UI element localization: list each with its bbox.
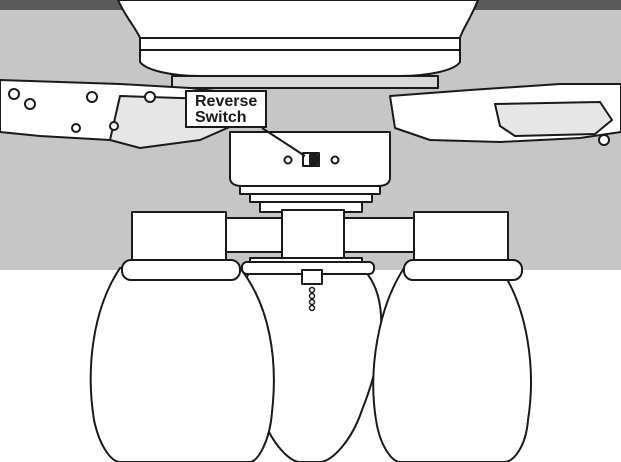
- blade-screws-left: [8, 88, 156, 133]
- glass-shade-right: [372, 267, 532, 462]
- motor-ring: [171, 75, 439, 89]
- cup-left: [131, 211, 227, 261]
- collar-ring-1: [239, 185, 381, 195]
- shade-ring-left: [121, 259, 241, 281]
- reverse-switch-callout: Reverse Switch: [185, 90, 267, 128]
- cup-right: [413, 211, 509, 261]
- housing-band: [139, 37, 461, 51]
- reverse-switch-slider: [309, 154, 318, 165]
- blade-screw-right: [598, 134, 610, 146]
- light-kit-hub: [281, 209, 345, 259]
- callout-line-2: Switch: [195, 109, 247, 126]
- callout-leader-line: [261, 127, 306, 157]
- blade-holder-right: [494, 101, 613, 137]
- pull-chain: [308, 286, 316, 312]
- glass-shade-left: [89, 267, 275, 462]
- screw-left: [283, 155, 293, 165]
- shade-ring-right: [403, 259, 523, 281]
- screw-right: [330, 155, 340, 165]
- pull-chain-cap: [301, 269, 323, 285]
- collar-ring-2: [249, 193, 373, 203]
- callout-line-1: Reverse: [195, 93, 258, 110]
